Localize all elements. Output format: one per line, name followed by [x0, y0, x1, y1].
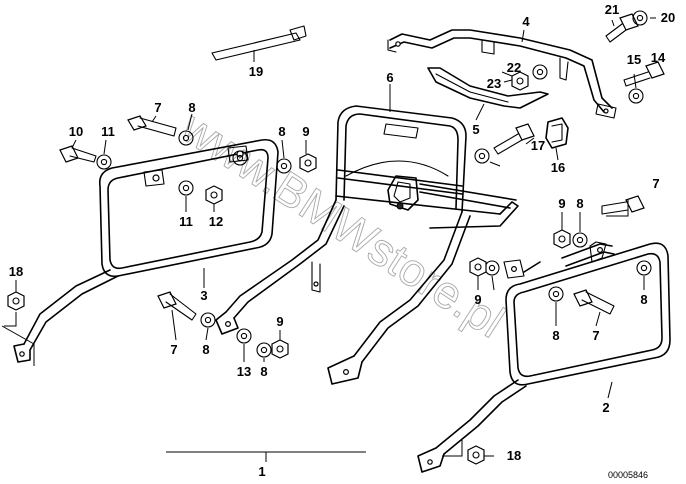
bolt-part	[623, 61, 665, 87]
callout-label: 22	[507, 60, 521, 75]
callout-label: 8	[202, 342, 209, 357]
leader-lines	[1, 17, 656, 462]
callout-label: 19	[249, 64, 263, 79]
bolt-part	[601, 195, 645, 215]
clamp-part	[545, 117, 569, 149]
callout-label: 11	[101, 124, 115, 139]
callout-label: 8	[278, 124, 285, 139]
bolt-part	[157, 291, 197, 321]
cable-tie-part	[211, 25, 307, 61]
callout-label: 18	[9, 264, 23, 279]
diagram-reference-number: 00005846	[608, 470, 648, 480]
center-rack-part	[215, 105, 519, 385]
callout-label: 9	[302, 124, 309, 139]
callout-label: 10	[69, 124, 83, 139]
callout-label: 15	[627, 52, 641, 67]
right-carrier-part	[417, 241, 671, 473]
callout-label: 11	[179, 214, 193, 229]
callout-label: 21	[605, 2, 619, 17]
callout-label: 7	[170, 342, 177, 357]
callout-label: 9	[276, 314, 283, 329]
left-carrier-part	[13, 138, 279, 363]
upper-bracket-part	[387, 29, 617, 119]
strap-bracket-part	[427, 67, 549, 109]
callout-label: 7	[592, 328, 599, 343]
callout-label: 8	[188, 100, 195, 115]
callout-label: 6	[386, 70, 393, 85]
callout-label: 9	[474, 292, 481, 307]
callout-label: 5	[472, 122, 479, 137]
callout-label: 1	[258, 464, 265, 479]
callout-label: 8	[640, 292, 647, 307]
callout-label: 7	[652, 176, 659, 191]
callout-label: 13	[237, 364, 251, 379]
bolt-part	[59, 145, 97, 163]
callout-label: 8	[576, 196, 583, 211]
callout-label: 12	[209, 214, 223, 229]
nut-part	[7, 71, 571, 465]
callout-label: 9	[558, 196, 565, 211]
callout-label: 14	[651, 50, 666, 65]
callout-label: 23	[487, 76, 501, 91]
bolt-part	[127, 115, 177, 137]
callout-label: 4	[522, 14, 530, 29]
bolt-part	[493, 123, 535, 155]
callout-label: 16	[551, 160, 565, 175]
washer-part	[96, 10, 652, 358]
callout-label: 8	[552, 328, 559, 343]
callout-label: 8	[260, 364, 267, 379]
bolt-part	[573, 289, 615, 315]
callout-label: 3	[200, 288, 207, 303]
callout-label: 2	[602, 400, 609, 415]
callout-label: 17	[531, 138, 545, 153]
callout-label: 20	[661, 10, 675, 25]
callout-label: 7	[154, 100, 161, 115]
callout-label: 18	[507, 448, 521, 463]
